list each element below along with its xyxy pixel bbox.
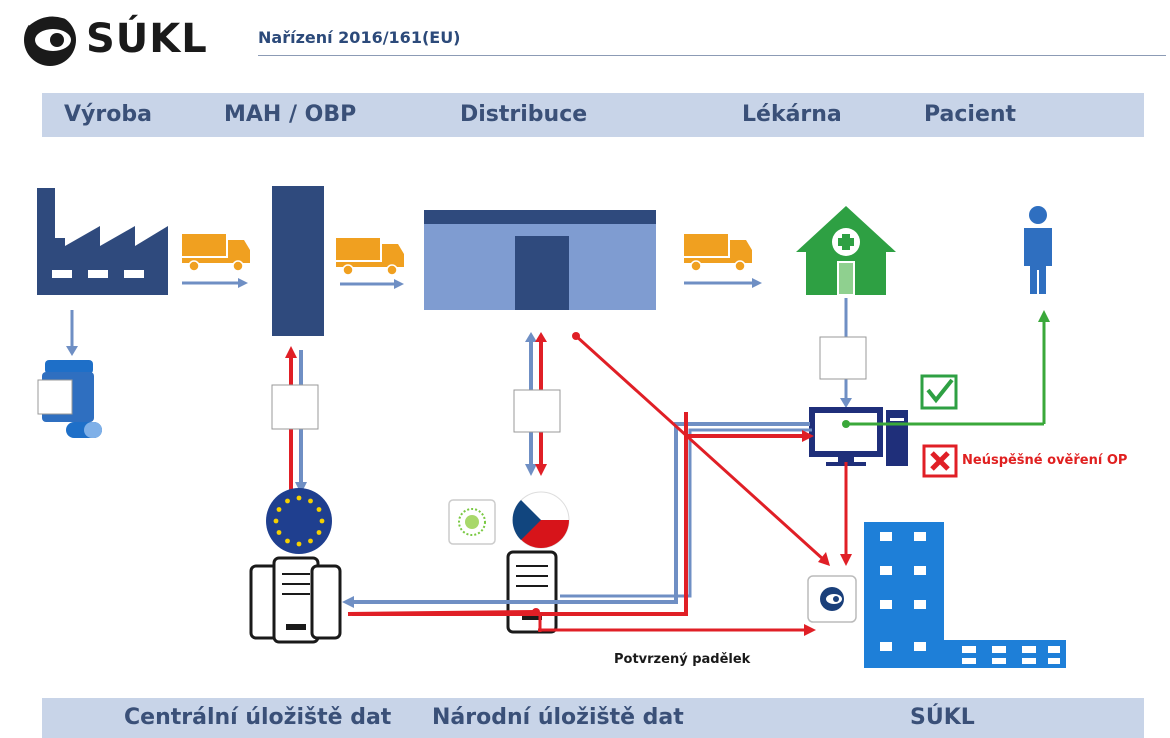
repository-band xyxy=(42,698,1144,738)
stage-label-pharmacy: Lékárna xyxy=(742,102,842,127)
verified-check-icon xyxy=(920,374,958,410)
truck-icon-3 xyxy=(684,234,762,288)
pharmacy-terminal-icon xyxy=(809,407,908,466)
sukl-building-icon xyxy=(864,522,1066,668)
czech-flag-icon xyxy=(512,491,570,549)
pharmacy-icon xyxy=(796,206,896,296)
sukl-logo-icon xyxy=(24,12,78,66)
national-repository-server-icon xyxy=(506,550,558,634)
nmvo-logo-icon xyxy=(448,499,496,545)
distribution-warehouse-icon xyxy=(424,210,656,310)
sukl-eye-logo-icon xyxy=(807,575,857,623)
truck-icon-1 xyxy=(182,234,250,288)
failure-cross-icon xyxy=(922,444,958,478)
verification-failed-label: Neúspěšné ověření OP xyxy=(962,453,1128,468)
terminal-to-central-blue-flow xyxy=(342,422,812,608)
mah-building-icon xyxy=(272,186,324,336)
eu-flag-icon xyxy=(266,488,332,554)
stage-label-mah: MAH / OBP xyxy=(224,102,357,127)
factory-icon xyxy=(37,188,168,295)
factory-to-pack-arrow xyxy=(66,310,78,356)
truck-icon-2 xyxy=(336,238,404,289)
medicine-pack-icon xyxy=(37,360,102,438)
stage-label-manufacturing: Výroba xyxy=(64,102,152,127)
confirmed-counterfeit-label: Potvrzený padělek xyxy=(614,652,751,667)
central-repository-server-icon xyxy=(249,556,342,644)
repo-label-sukl: SÚKL xyxy=(910,705,975,730)
alert-red-flow xyxy=(347,332,852,636)
terminal-to-patient-green-arrow xyxy=(842,310,1050,428)
qr-code-icon-pharmacy xyxy=(819,336,867,380)
qr-code-icon-distribution xyxy=(513,389,561,433)
stage-label-distribution: Distribuce xyxy=(460,102,588,127)
patient-icon xyxy=(1024,206,1052,294)
qr-code-icon-mah xyxy=(271,384,319,430)
sukl-logo-text: SÚKL xyxy=(86,16,208,62)
stage-label-patient: Pacient xyxy=(924,102,1017,127)
regulation-title: Nařízení 2016/161(EU) xyxy=(258,28,461,47)
repo-label-central: Centrální úložiště dat xyxy=(124,705,392,730)
supply-chain-band xyxy=(42,93,1144,137)
header-divider xyxy=(258,55,1166,56)
repo-label-national: Národní úložiště dat xyxy=(432,705,684,730)
